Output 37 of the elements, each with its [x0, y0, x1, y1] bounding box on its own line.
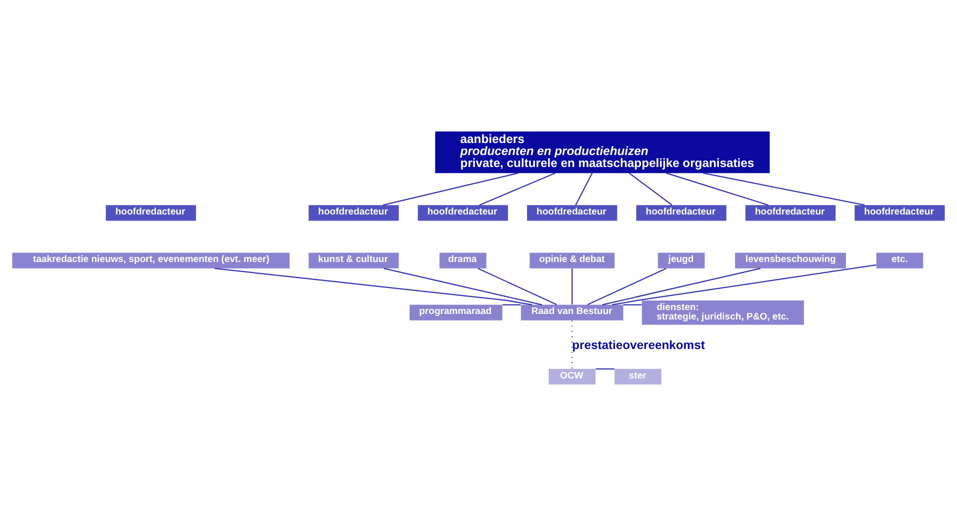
connector	[479, 172, 556, 206]
node-box: hoofdredacteur	[308, 204, 399, 220]
connector	[572, 268, 573, 304]
node-box: Raad van Bestuur	[520, 304, 624, 320]
connector	[612, 264, 876, 305]
connector	[214, 267, 532, 305]
node-box: opinie & debat	[530, 252, 615, 268]
node-box: jeugd	[658, 252, 705, 268]
connector	[628, 172, 672, 206]
node-box: hoofdredacteur	[745, 204, 836, 220]
node-box: kunst & cultuur	[308, 252, 399, 268]
connector	[596, 368, 614, 369]
node-box: hoofdredacteur	[418, 204, 508, 220]
node-box: taakredactie nieuws, sport, evenementen (evt. meer)	[12, 252, 290, 268]
connector	[478, 267, 557, 305]
connector	[575, 172, 593, 205]
connector	[587, 267, 666, 305]
connector	[623, 304, 642, 305]
edge-label: prestatieovereenkomst	[572, 338, 705, 352]
node-box: diensten: strategie, juridisch, P&O, etc.	[642, 300, 804, 324]
node-box: hoofdredacteur	[854, 204, 945, 220]
connector	[666, 172, 768, 206]
connector	[502, 304, 521, 305]
connector	[384, 267, 542, 305]
node-box: ster	[614, 368, 662, 384]
node-box: levensbeschouwing	[735, 252, 846, 268]
node-box: hoofdredacteur	[527, 204, 618, 220]
connector	[382, 172, 518, 206]
node-box: drama	[440, 252, 486, 268]
node-box: hoofdredacteur	[636, 204, 726, 220]
node-box: OCW	[548, 368, 596, 384]
connector	[602, 267, 760, 305]
node-box: aanbieders producenten en productiehuizen private, culturele en maatschappelijke organisaties	[435, 130, 770, 173]
connector	[702, 172, 865, 206]
node-box: hoofdredacteur	[106, 204, 196, 220]
node-box: etc.	[876, 252, 924, 268]
node-box: programmaraad	[410, 304, 502, 320]
